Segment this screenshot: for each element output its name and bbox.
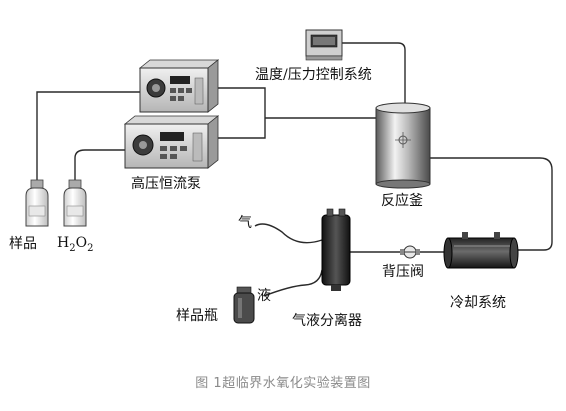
pipes	[36, 42, 553, 297]
sample-collection-bottle	[233, 286, 255, 324]
controller-device	[305, 29, 343, 61]
h2o2-label: H2O2	[57, 235, 94, 254]
sample-to-pump-line	[36, 91, 140, 185]
h2o2-bottle	[63, 179, 87, 227]
gas-label: 气	[238, 215, 252, 231]
reactor-vessel	[375, 102, 431, 189]
pump-lower	[123, 115, 220, 169]
liquid-label: 液	[257, 288, 271, 304]
sample-bottle	[25, 179, 49, 227]
pump2-to-junction-line	[215, 118, 266, 139]
gas-outlet-line	[254, 223, 323, 244]
controller-to-reactor-line	[341, 42, 406, 112]
pump-upper	[138, 59, 220, 113]
reactor-to-cooler-line	[430, 157, 553, 251]
cooling-system-label: 冷却系统	[450, 295, 506, 311]
pump1-to-junction-line	[215, 87, 266, 118]
pump-label: 高压恒流泵	[131, 176, 201, 192]
sample-bottle-label: 样品瓶	[176, 308, 218, 324]
figure-caption: 图 1超临界水氧化实验装置图	[195, 376, 371, 391]
controller-label: 温度/压力控制系统	[255, 67, 372, 83]
sample-label: 样品	[9, 236, 37, 252]
cooling-unit	[443, 232, 519, 269]
separator-vessel	[321, 208, 351, 291]
separator-label: 气液分离器	[292, 313, 362, 329]
reactor-label: 反应釜	[381, 193, 423, 209]
liquid-outlet-line	[263, 269, 323, 297]
back-pressure-valve-label: 背压阀	[382, 264, 424, 280]
back-pressure-valve	[400, 245, 420, 259]
h2o2-to-pump-line	[74, 149, 125, 185]
